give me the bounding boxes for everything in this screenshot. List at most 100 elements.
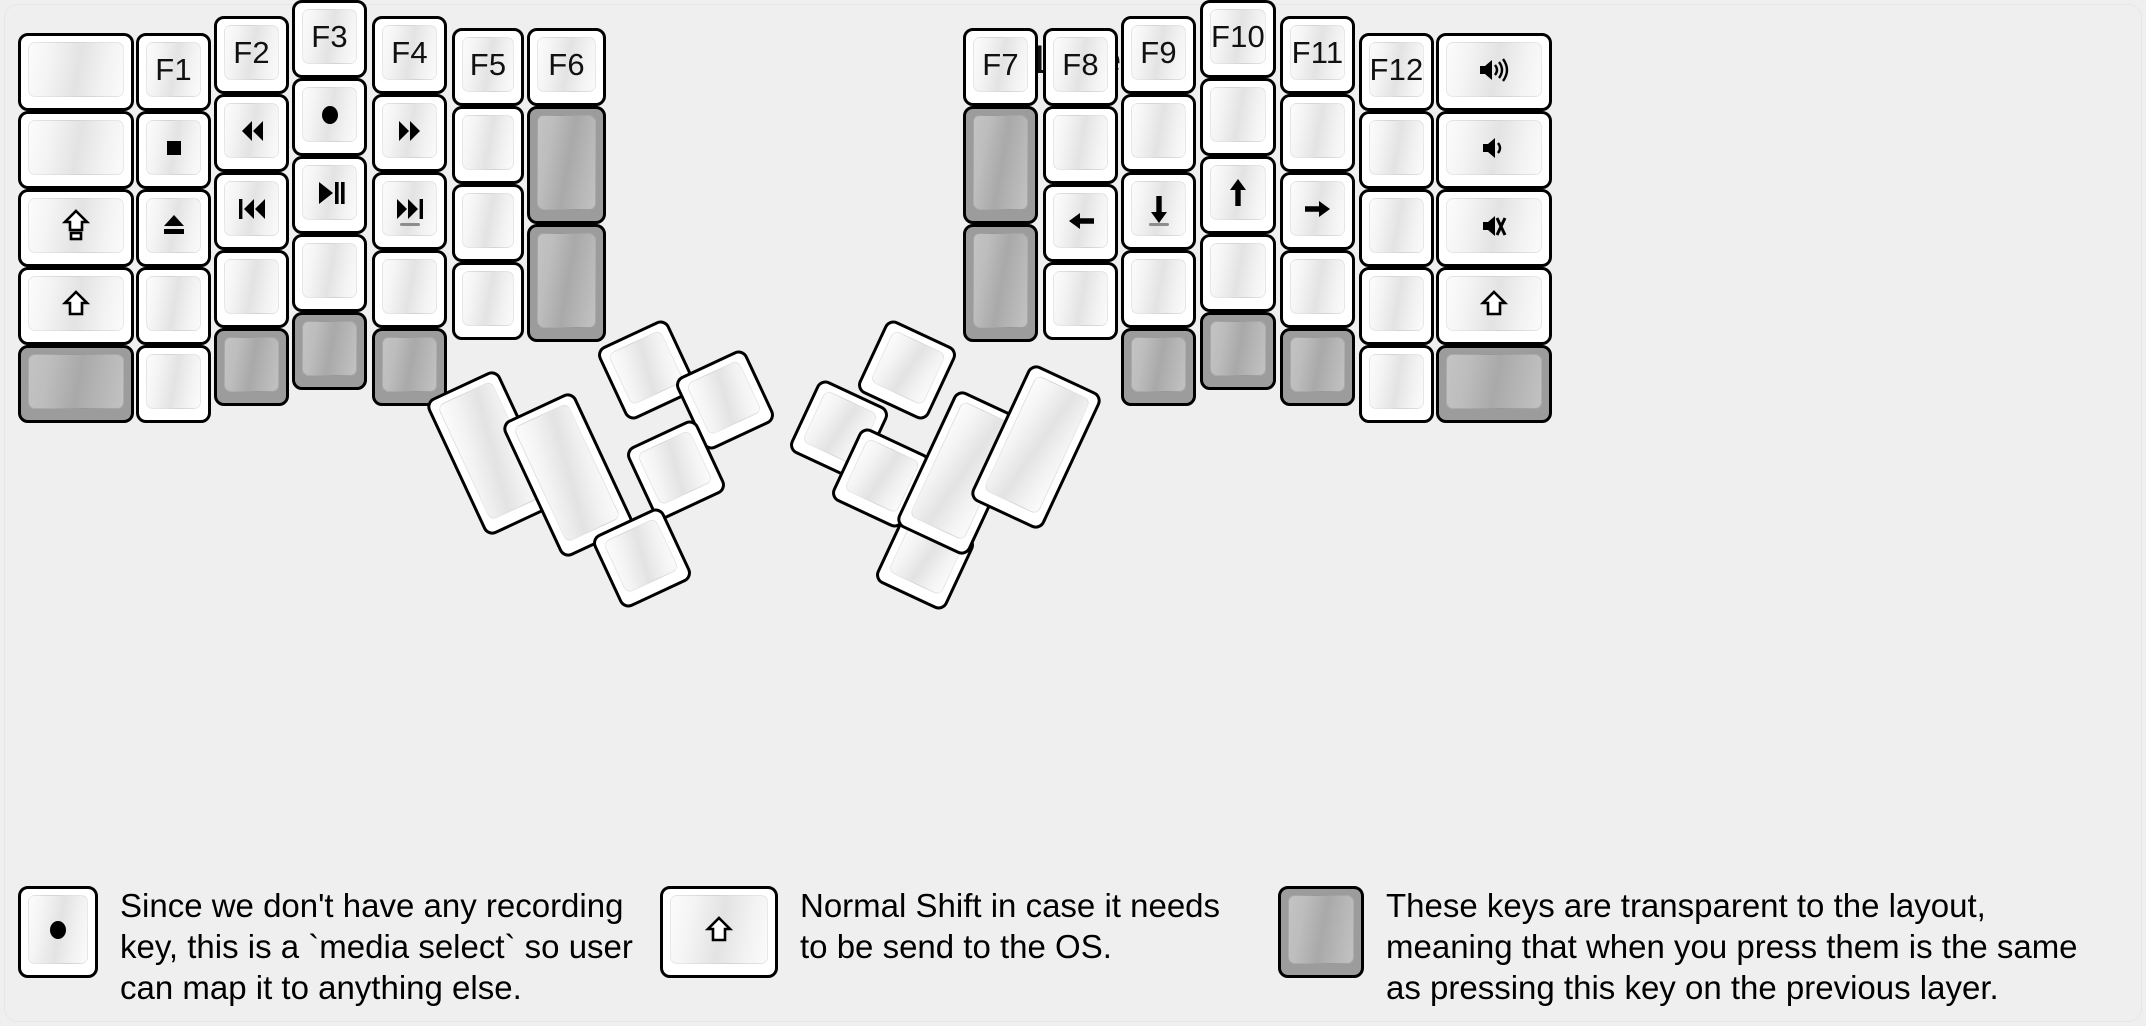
- volume-up-icon: [1474, 53, 1514, 87]
- key-trans-l2-4[interactable]: [214, 328, 289, 406]
- key-media-eject[interactable]: [136, 189, 211, 267]
- key-f10[interactable]: F10: [1200, 0, 1276, 78]
- key-cap: [670, 895, 768, 964]
- key-cap: [1369, 354, 1424, 409]
- key-cap: [28, 120, 124, 175]
- key-blank-l1-4[interactable]: [136, 345, 211, 423]
- key-shift-right[interactable]: [1436, 267, 1552, 345]
- key-volume-mute[interactable]: [1436, 189, 1552, 267]
- shift-icon: [1474, 287, 1514, 321]
- key-blank-r4-3[interactable]: [1280, 250, 1355, 328]
- key-cap: [1131, 103, 1186, 158]
- key-media-next[interactable]: [372, 172, 447, 250]
- key-cap: [382, 103, 437, 158]
- key-blank-r4-1[interactable]: [1280, 94, 1355, 172]
- key-media-prev[interactable]: [214, 172, 289, 250]
- key-blank-l3-3[interactable]: [292, 234, 367, 312]
- key-blank-r5-4[interactable]: [1359, 345, 1434, 423]
- key-trans-l6-2[interactable]: [527, 224, 606, 342]
- key-blank-l0-0[interactable]: [18, 33, 134, 111]
- key-blank-r5-2[interactable]: [1359, 189, 1434, 267]
- record-icon: [310, 98, 350, 132]
- key-cap: [1131, 337, 1186, 392]
- key-cap: [602, 517, 680, 594]
- key-cap: [146, 198, 201, 253]
- key-trans-l3-4[interactable]: [292, 312, 367, 390]
- key-arrow-right[interactable]: [1280, 172, 1355, 250]
- key-cap: F4: [382, 25, 437, 80]
- key-cap: [302, 87, 357, 142]
- key-blank-r3-3[interactable]: [1200, 234, 1276, 312]
- key-cap: [1446, 276, 1542, 331]
- key-media-record[interactable]: [292, 78, 367, 156]
- key-cap: [1053, 193, 1108, 248]
- key-blank-r5-1[interactable]: [1359, 111, 1434, 189]
- key-blank-l4-3[interactable]: [372, 250, 447, 328]
- key-f9[interactable]: F9: [1121, 16, 1196, 94]
- key-blank-l5-2[interactable]: [452, 184, 524, 262]
- arrow-right-icon: [1298, 192, 1338, 226]
- key-blank-r3-1[interactable]: [1200, 78, 1276, 156]
- key-cap: [224, 259, 279, 314]
- note-transparent-key-sample: [1278, 886, 1364, 978]
- key-blank-r2-1[interactable]: [1121, 94, 1196, 172]
- key-blank-r1-1[interactable]: [1043, 106, 1118, 184]
- key-f6[interactable]: F6: [527, 28, 606, 106]
- key-capslock-l0-2[interactable]: [18, 189, 134, 267]
- key-f1[interactable]: F1: [136, 33, 211, 111]
- key-blank-l5-3[interactable]: [452, 262, 524, 340]
- key-trans-r0-2[interactable]: [963, 224, 1038, 342]
- key-f7[interactable]: F7: [963, 28, 1038, 106]
- key-f3[interactable]: F3: [292, 0, 367, 78]
- key-trans-l4-4[interactable]: [372, 328, 447, 406]
- key-label: F9: [1140, 35, 1177, 70]
- key-cap: [1210, 87, 1266, 142]
- key-cap: [537, 115, 596, 210]
- key-media-stop[interactable]: [136, 111, 211, 189]
- key-f11[interactable]: F11: [1280, 16, 1355, 94]
- key-f8[interactable]: F8: [1043, 28, 1118, 106]
- key-trans-r4-4[interactable]: [1280, 328, 1355, 406]
- key-trans-r6-4[interactable]: [1436, 345, 1552, 423]
- key-cap: F7: [973, 37, 1028, 92]
- key-trans-l6-1[interactable]: [527, 106, 606, 224]
- key-blank-l5-1[interactable]: [452, 106, 524, 184]
- key-cap: [1446, 120, 1542, 175]
- key-f5[interactable]: F5: [452, 28, 524, 106]
- key-blank-r5-3[interactable]: [1359, 267, 1434, 345]
- key-volume-down[interactable]: [1436, 111, 1552, 189]
- key-cap: [462, 271, 514, 326]
- key-trans-l0-4[interactable]: [18, 345, 134, 423]
- key-cap: [146, 276, 201, 331]
- key-cap: [636, 429, 714, 506]
- key-f4[interactable]: F4: [372, 16, 447, 94]
- key-cap: [1369, 276, 1424, 331]
- key-blank-l2-3[interactable]: [214, 250, 289, 328]
- key-cap: [1290, 103, 1345, 158]
- key-label: F1: [155, 52, 192, 87]
- key-blank-r2-3[interactable]: [1121, 250, 1196, 328]
- volume-mute-icon: [1474, 209, 1514, 243]
- key-cap: [302, 243, 357, 298]
- key-arrow-left[interactable]: [1043, 184, 1118, 262]
- prev-track-icon: [232, 192, 272, 226]
- key-f2[interactable]: F2: [214, 16, 289, 94]
- key-media-rewind[interactable]: [214, 94, 289, 172]
- key-trans-r2-4[interactable]: [1121, 328, 1196, 406]
- key-f12[interactable]: F12: [1359, 33, 1434, 111]
- key-media-fastforward[interactable]: [372, 94, 447, 172]
- key-blank-r1-3[interactable]: [1043, 262, 1118, 340]
- key-media-playpause[interactable]: [292, 156, 367, 234]
- key-cap: F3: [302, 9, 357, 64]
- key-blank-l0-1[interactable]: [18, 111, 134, 189]
- key-blank-l1-3[interactable]: [136, 267, 211, 345]
- key-arrow-down[interactable]: [1121, 172, 1196, 250]
- key-arrow-up[interactable]: [1200, 156, 1276, 234]
- key-shift-l0-3[interactable]: [18, 267, 134, 345]
- note-shift-text: Normal Shift in case it needs to be send…: [800, 887, 1221, 965]
- key-cap: F12: [1369, 42, 1424, 97]
- key-trans-r3-4[interactable]: [1200, 312, 1276, 390]
- arrow-up-icon: [1218, 176, 1258, 210]
- key-trans-r0-1[interactable]: [963, 106, 1038, 224]
- key-volume-up[interactable]: [1436, 33, 1552, 111]
